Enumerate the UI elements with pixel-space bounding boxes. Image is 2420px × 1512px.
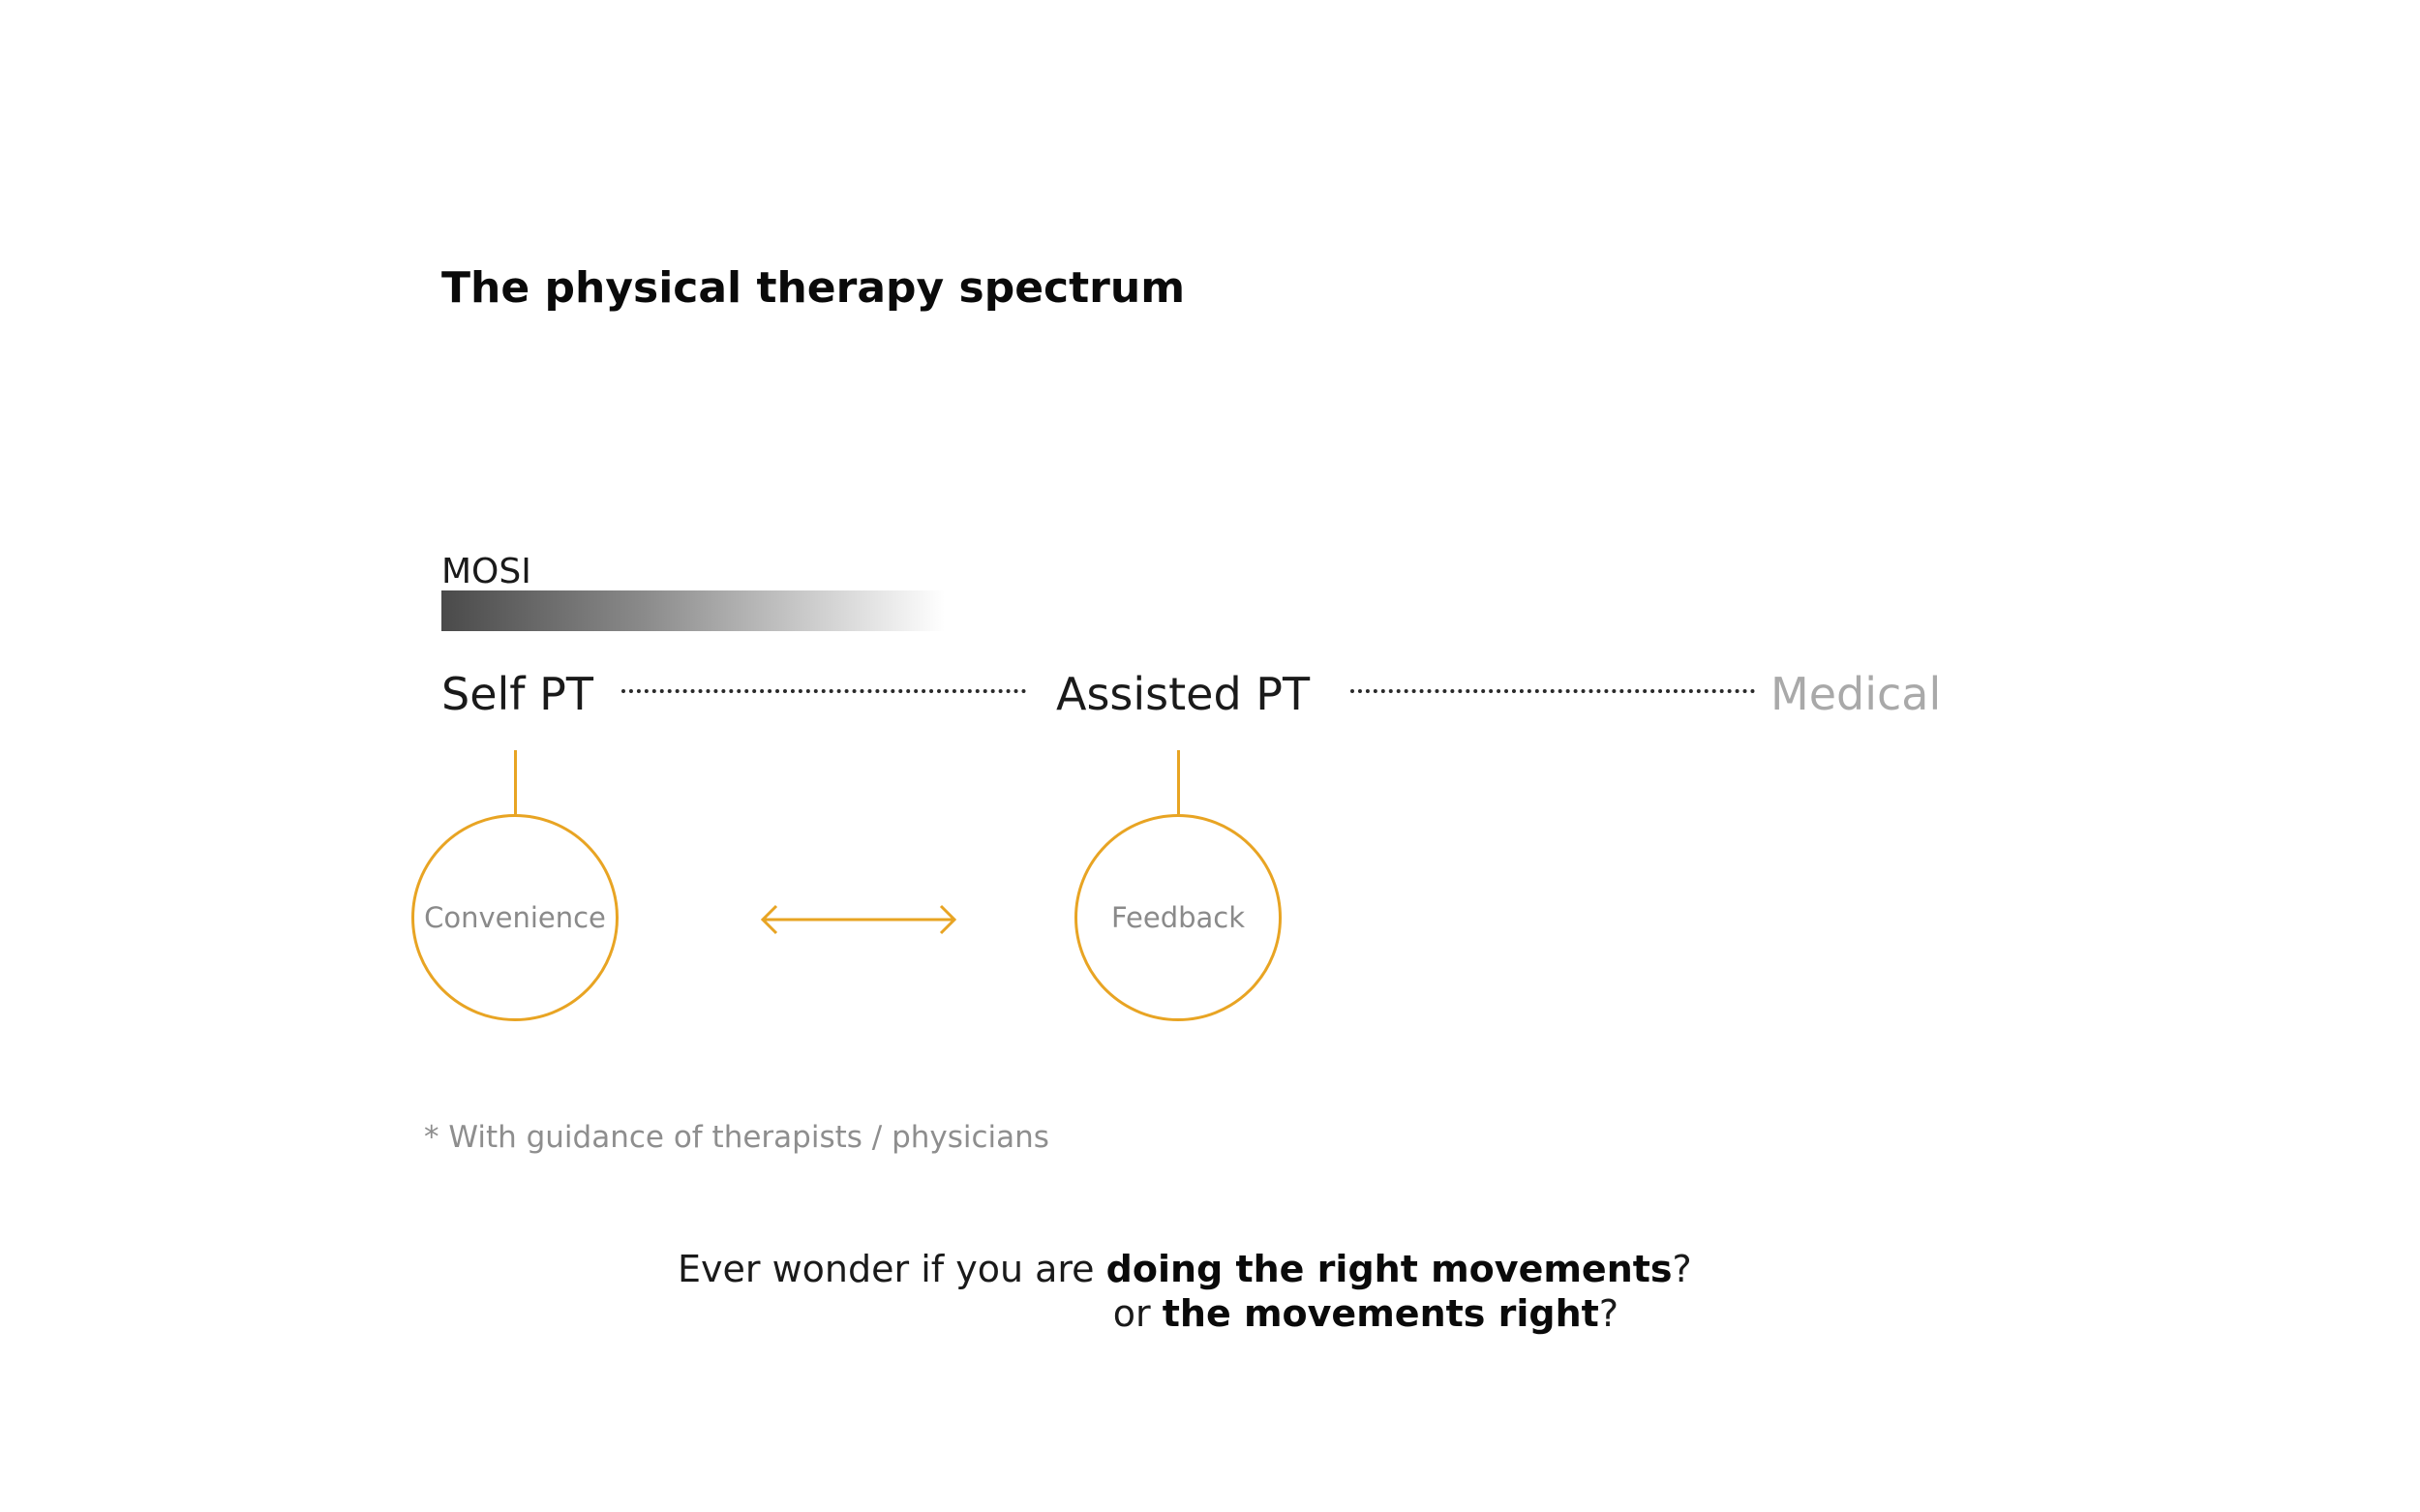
question-line-2-emphasis: the movements right (1162, 1292, 1599, 1335)
stage-medical: Medical (1770, 668, 1942, 720)
question-line-1-emphasis: doing the right movements (1105, 1248, 1673, 1290)
question-line-2-suffix: ? (1598, 1292, 1618, 1335)
attribute-label-convenience: Convenience (424, 901, 606, 934)
question-line-2-prefix: or (1112, 1292, 1163, 1335)
stage-self-pt: Self PT (441, 668, 593, 720)
footnote: * With guidance of therapists / physicia… (424, 1120, 1049, 1155)
spectrum-dotted-connector-1 (621, 689, 1026, 693)
connector-line-self-pt (514, 750, 517, 814)
attribute-circle-feedback: Feedback (1074, 814, 1282, 1021)
question-line-1: Ever wonder if you are doing the right m… (678, 1248, 1692, 1290)
page-title: The physical therapy spectrum (441, 263, 1186, 313)
brand-coverage-gradient-bar (441, 590, 945, 631)
stage-assisted-pt: Assisted PT (1056, 668, 1311, 720)
attribute-label-feedback: Feedback (1110, 901, 1246, 934)
brand-label: MOSI (441, 552, 531, 591)
question-line-1-prefix: Ever wonder if you are (678, 1248, 1106, 1290)
double-arrow-icon (760, 904, 957, 935)
question-line-1-suffix: ? (1672, 1248, 1692, 1290)
spectrum-dotted-connector-2 (1350, 689, 1755, 693)
question-line-2: or the movements right? (678, 1295, 1618, 1332)
connector-line-assisted-pt (1177, 750, 1180, 814)
attribute-circle-convenience: Convenience (411, 814, 619, 1021)
